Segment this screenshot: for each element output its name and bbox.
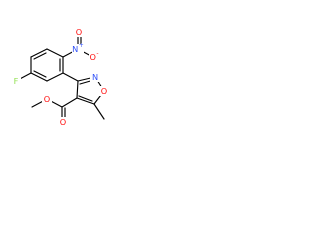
bond-aryl-isoxazole (62, 72, 79, 82)
nitro-oxygen-top-label: O (76, 27, 82, 37)
bond-c4-carbonyl (61, 97, 78, 108)
bond-ar-4 (46, 72, 64, 82)
isoxazole-oxygen-label: O (101, 86, 107, 96)
isoxazole-nitrogen-label: N (92, 72, 98, 82)
bond-c5-c4 (76, 97, 95, 105)
chemical-structure-drawing: F N+ O O- N O O O (11, 27, 109, 127)
bond-ar-2 (46, 48, 64, 58)
fluorine-label: F (14, 76, 19, 86)
nitro-oxygen-side-label: O- (89, 50, 98, 63)
bond-ar-double-1 (33, 52, 47, 60)
nitro-negative-charge: - (96, 50, 98, 57)
bond-ar-1 (30, 48, 48, 58)
nitro-positive-charge: + (79, 42, 84, 49)
bond-c4-c3 (76, 80, 79, 99)
ester-carbonyl-oxygen-label: O (60, 117, 66, 127)
bond-ar-double-3 (33, 70, 47, 78)
atom-labels: F N+ O O- N O O O (11, 27, 109, 127)
nitro-nitrogen-symbol: N (72, 44, 78, 54)
nitro-oxygen-side-symbol: O (89, 52, 95, 62)
nitro-nitrogen-label: N+ (72, 42, 84, 55)
bond-ar-5 (30, 72, 48, 82)
bond-c5-c4-double (78, 95, 93, 102)
bond-c5-methyl (93, 103, 105, 120)
ester-ether-oxygen-label: O (44, 94, 50, 104)
